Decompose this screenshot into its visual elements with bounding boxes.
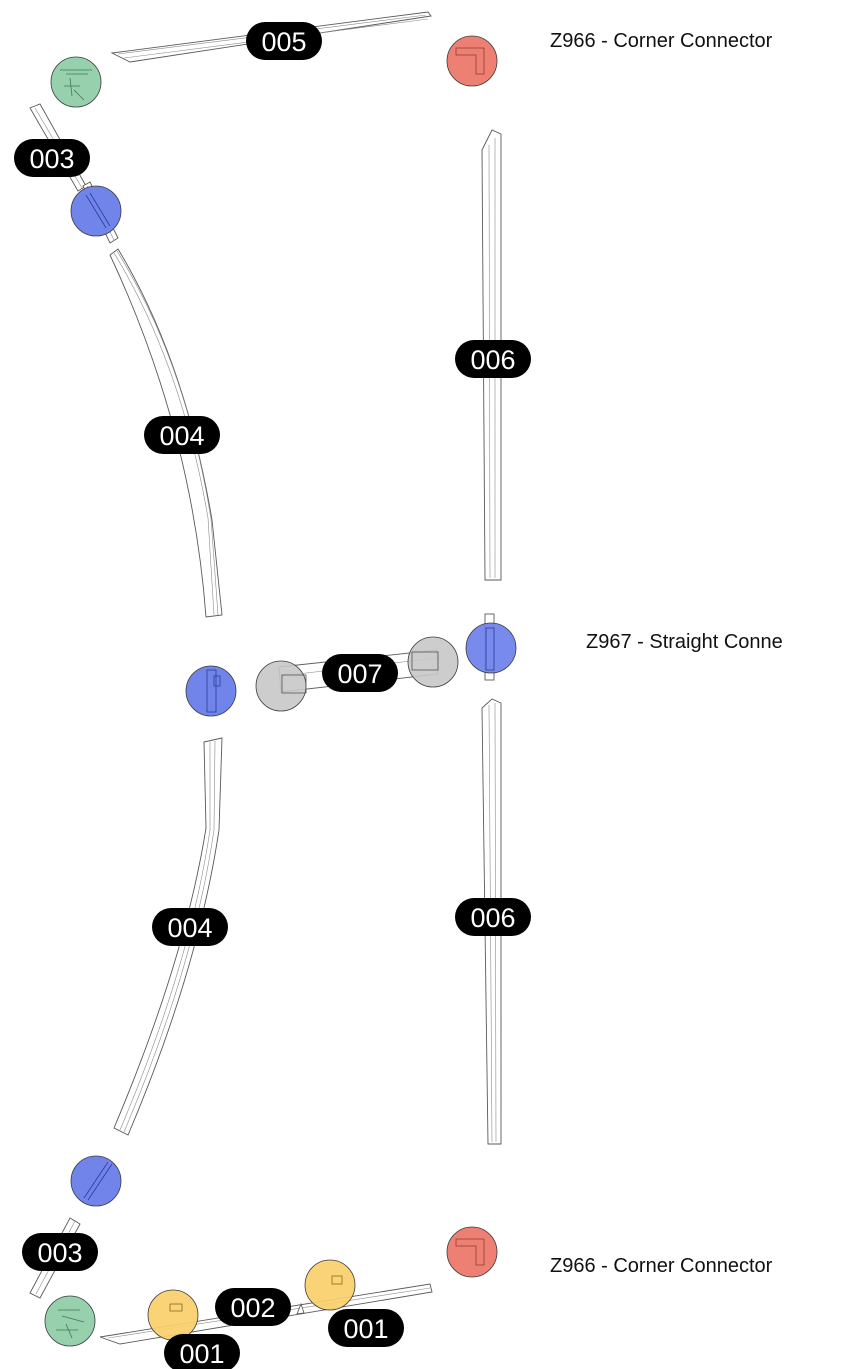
badge-004-lower: 004 (152, 908, 228, 946)
caption-straight: Z967 - Straight Conne (586, 631, 783, 653)
corner-connector-top-circle (446, 35, 498, 87)
badge-004-upper: 004 (144, 416, 220, 454)
badge-002: 002 (215, 1288, 291, 1326)
straight-connector-left (255, 660, 307, 712)
badge-003-bottom-label: 003 (37, 1238, 82, 1268)
badge-004-lower-label: 004 (167, 913, 212, 943)
blue-connector-top (70, 185, 122, 237)
green-connector-top (50, 56, 102, 108)
badge-006-upper: 006 (455, 340, 531, 378)
blue-connector-mid-right (465, 622, 517, 674)
badge-001-right: 001 (328, 1309, 404, 1347)
badge-003-top: 003 (14, 139, 90, 177)
green-connector-bottom (44, 1295, 96, 1347)
corner-connector-top (446, 35, 498, 87)
badge-006-lower: 006 (455, 898, 531, 936)
caption-corner-top: Z966 - Corner Connector (550, 30, 773, 52)
badge-004-upper-label: 004 (159, 421, 204, 451)
badge-005-label: 005 (261, 27, 306, 57)
straight-connector-right (407, 636, 459, 688)
yellow-connector-left (147, 1289, 199, 1341)
badge-005: 005 (246, 22, 322, 60)
badge-006-upper-label: 006 (470, 345, 515, 375)
badge-007-label: 007 (337, 659, 382, 689)
corner-connector-bottom (446, 1226, 498, 1278)
badge-001-left: 001 (164, 1334, 240, 1369)
badge-001-right-label: 001 (343, 1314, 388, 1344)
badge-006-lower-label: 006 (470, 903, 515, 933)
badge-001-left-label: 001 (179, 1339, 224, 1369)
part-004-upper-curve (109, 248, 223, 618)
badge-002-label: 002 (230, 1293, 275, 1323)
yellow-connector-right (304, 1259, 356, 1311)
caption-corner-bottom: Z966 - Corner Connector (550, 1255, 773, 1277)
blue-connector-mid-left (185, 665, 237, 717)
blue-connector-bottom (70, 1155, 122, 1207)
badge-007: 007 (322, 654, 398, 692)
badge-003-top-label: 003 (29, 144, 74, 174)
badge-003-bottom: 003 (22, 1233, 98, 1271)
